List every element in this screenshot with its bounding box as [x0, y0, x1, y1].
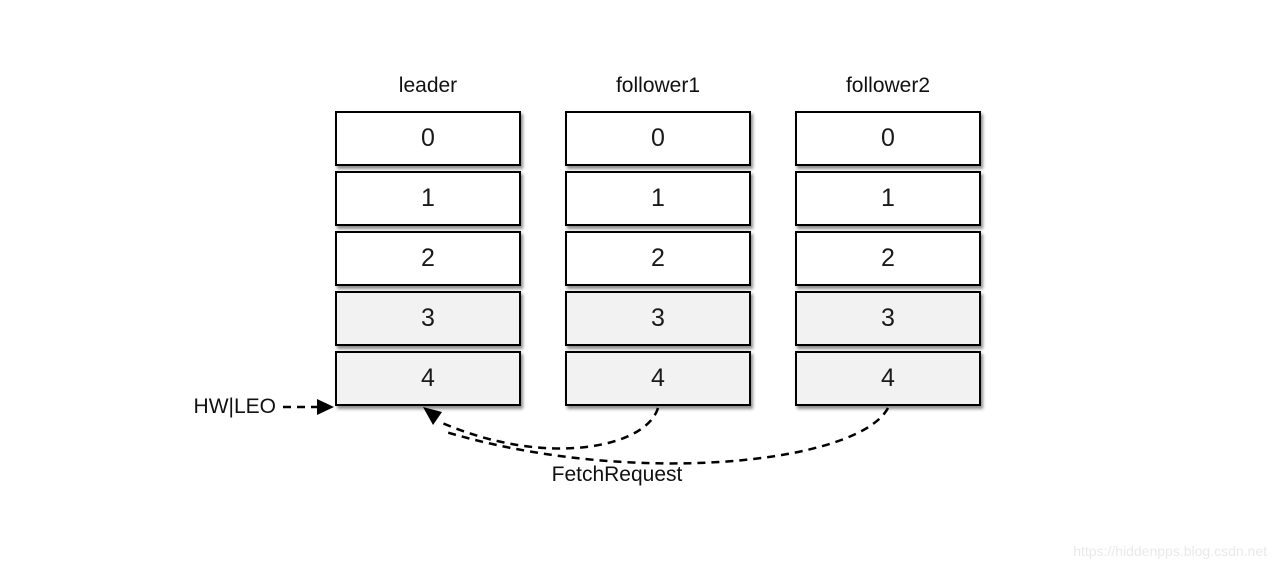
- column-leader-title: leader: [398, 74, 458, 97]
- leader-log-entry-0: 0: [335, 111, 521, 166]
- follower2-log-entry-2: 2: [795, 231, 981, 286]
- follower1-log-entry-0: 0: [565, 111, 751, 166]
- column-follower1: follower1 0 1 2 3 4: [565, 72, 751, 411]
- column-leader: leader 0 1 2 3 4: [335, 72, 521, 411]
- leader-log-entry-2: 2: [335, 231, 521, 286]
- follower1-log-entry-3: 3: [565, 291, 751, 346]
- leader-log-entry-1: 1: [335, 171, 521, 226]
- fetch-request-curve-follower1: [439, 407, 660, 450]
- column-follower2: follower2 0 1 2 3 4: [795, 72, 981, 411]
- column-follower1-title: follower1: [615, 74, 701, 97]
- column-follower2-title: follower2: [845, 74, 931, 97]
- watermark-text: https://hiddenpps.blog.csdn.net: [1073, 543, 1267, 559]
- follower2-log-entry-3: 3: [795, 291, 981, 346]
- hw-leo-label: HW|LEO: [193, 395, 276, 418]
- follower2-log-entry-0: 0: [795, 111, 981, 166]
- follower1-log-entry-1: 1: [565, 171, 751, 226]
- leader-log-entry-4: 4: [335, 351, 521, 406]
- fetch-request-curve-follower2: [445, 407, 890, 465]
- follower2-log-entry-1: 1: [795, 171, 981, 226]
- hw-leo-arrowhead: [317, 399, 334, 415]
- follower1-log-entry-2: 2: [565, 231, 751, 286]
- fetch-request-label: FetchRequest: [551, 463, 683, 486]
- follower1-log-entry-4: 4: [565, 351, 751, 406]
- leader-log-entry-3: 3: [335, 291, 521, 346]
- follower2-log-entry-4: 4: [795, 351, 981, 406]
